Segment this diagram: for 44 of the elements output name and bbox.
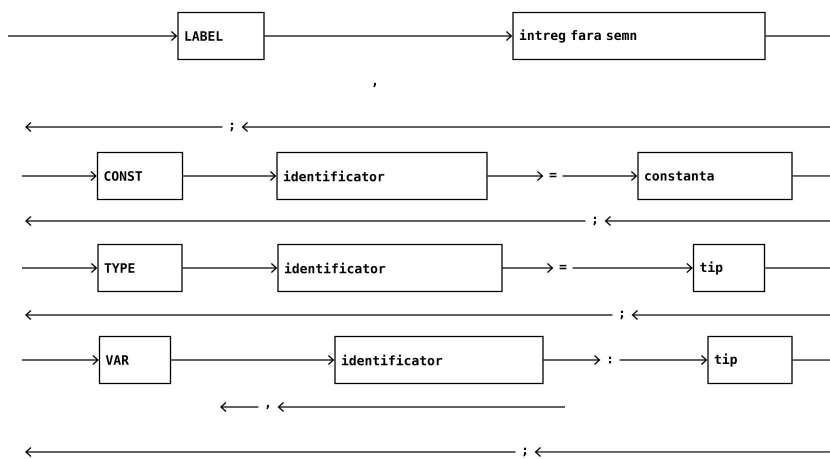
arrow [572, 263, 693, 273]
terminal-symbol: = [550, 172, 556, 178]
terminal-symbol: : [608, 356, 612, 364]
keyword-box: CONST [96, 152, 184, 200]
arrow [544, 355, 600, 365]
arrow [562, 171, 638, 181]
arrow [242, 122, 830, 132]
keyword-box: LABEL [177, 12, 265, 60]
arrow [25, 216, 586, 226]
comma-mark: , [373, 82, 376, 88]
terminal-symbol: ; [620, 310, 624, 320]
arrow [264, 31, 512, 41]
arrow [534, 447, 830, 457]
arrow [8, 31, 178, 41]
arrow [632, 310, 830, 320]
syntax-box: tip [692, 244, 766, 292]
terminal-symbol: ; [523, 448, 526, 456]
arrow [620, 355, 708, 365]
arrow [25, 122, 222, 132]
arrow [22, 171, 97, 181]
syntax-box: constanta [637, 152, 793, 200]
arrow [22, 355, 99, 365]
arrow [502, 263, 554, 273]
arrow [604, 216, 830, 226]
arrow [220, 402, 258, 412]
arrow [182, 263, 278, 273]
arrow [278, 402, 565, 412]
arrow [488, 171, 544, 181]
arrow [25, 310, 612, 320]
arrow [22, 263, 98, 273]
keyword-box: VAR [98, 336, 172, 384]
arrow [183, 171, 276, 181]
syntax-box: intreg fara semn [512, 12, 766, 60]
terminal-symbol: ; [593, 216, 596, 226]
arrow [25, 447, 516, 457]
terminal-symbol: , [266, 404, 269, 410]
arrow [171, 355, 334, 365]
syntax-box: identificator [334, 336, 544, 384]
syntax-box: identificator [276, 152, 488, 200]
syntax-box: tip [707, 336, 793, 384]
terminal-symbol: ; [230, 122, 234, 132]
syntax-box: identificator [277, 244, 503, 292]
keyword-box: TYPE [97, 244, 183, 292]
terminal-symbol: = [560, 264, 566, 270]
